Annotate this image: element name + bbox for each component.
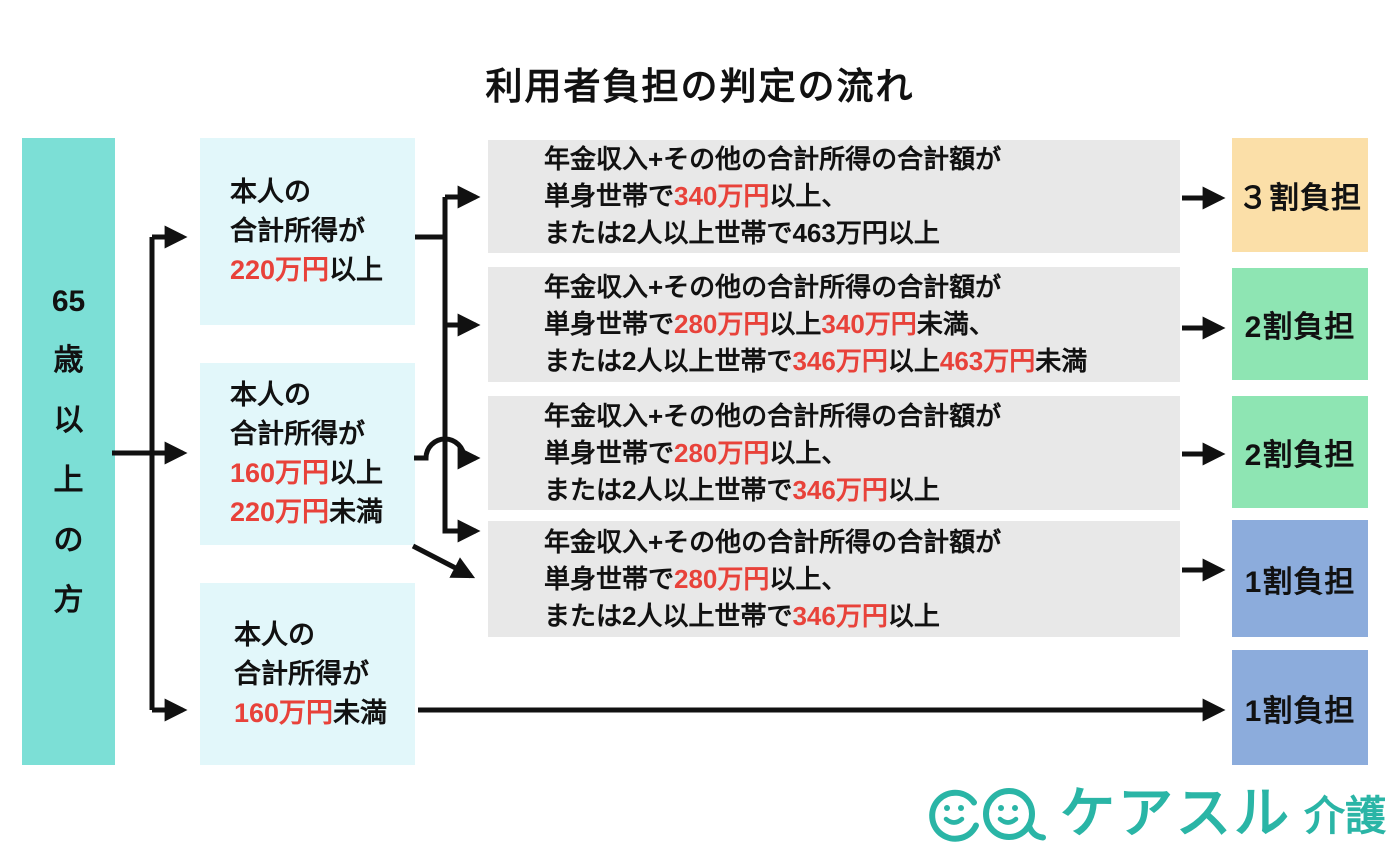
result-box-10-percent-a: 1割負担	[1232, 520, 1368, 637]
text-line: 上	[53, 463, 84, 497]
text-line: 合計所得が	[234, 658, 369, 689]
result-label: 2割負担	[1244, 439, 1356, 472]
brand-logo: ケアスル 介護	[928, 782, 1386, 844]
smiley-faces-icon	[929, 788, 1046, 842]
income-box-160-to-220: 本人の合計所得が 160万円以上 220万円未満	[200, 363, 415, 545]
logo-suffix-text: 介護	[1304, 792, 1386, 839]
text-line: 以	[53, 403, 84, 437]
result-box-10-percent-b: 1割負担	[1232, 650, 1368, 765]
page-title: 利用者負担の判定の流れ	[485, 66, 915, 107]
result-label: 1割負担	[1244, 694, 1356, 728]
text-line: または2人以上世帯で463万円以上	[544, 218, 940, 248]
result-box-20-percent-a: 2割負担	[1232, 268, 1368, 380]
condition-box-2: 年金収入+その他の合計所得の合計額が単身世帯で280万円以上340万円未満、また…	[488, 267, 1180, 382]
arrow-income2-to-cond4	[411, 543, 476, 579]
text-line: 合計所得が	[230, 419, 365, 449]
text-line: 方	[53, 583, 84, 617]
result-box-20-percent-b: 2割負担	[1232, 396, 1368, 508]
arrow-income1-to-cond4	[442, 197, 481, 543]
text-line: 220万円未満	[230, 497, 384, 527]
text-line: 160万円以上	[230, 458, 384, 488]
income-box-under-160: 本人の合計所得が 160万円未満	[200, 583, 415, 765]
text-line: 本人の	[230, 380, 311, 410]
arrow-income2-to-cond3	[414, 436, 481, 470]
text-line: 160万円未満	[234, 697, 388, 728]
text-line: または2人以上世帯で346万円以上	[544, 600, 940, 631]
text-line: 本人の	[234, 619, 315, 650]
income-box-220-over: 本人の合計所得が 220万円以上	[200, 138, 415, 325]
text-line: 65	[51, 284, 86, 318]
text-line: 220万円以上	[230, 255, 384, 285]
text-line: または2人以上世帯で346万円以上463万円未満	[544, 346, 1088, 376]
condition-box-3: 年金収入+その他の合計所得の合計額が単身世帯で280万円以上、または2人以上世帯…	[488, 396, 1180, 510]
result-label: 1割負担	[1244, 565, 1356, 599]
result-label: 2割負担	[1244, 311, 1356, 344]
logo-brand-text: ケアスル	[1059, 781, 1292, 844]
text-line: 単身世帯で340万円以上、	[544, 181, 848, 211]
result-box-30-percent: ３割負担	[1232, 138, 1368, 252]
text-line: 年金収入+その他の合計所得の合計額が	[544, 272, 1002, 302]
text-line: 年金収入+その他の合計所得の合計額が	[544, 526, 1002, 557]
text-line: 単身世帯で280万円以上、	[544, 563, 848, 594]
text-line: 合計所得が	[230, 216, 365, 246]
age-group-box: 65 歳以上の方	[22, 138, 115, 765]
text-line: 本人の	[230, 177, 311, 207]
result-label: ３割負担	[1238, 182, 1362, 215]
condition-box-1: 年金収入+その他の合計所得の合計額が単身世帯で340万円以上、または2人以上世帯…	[488, 140, 1180, 253]
text-line: 年金収入+その他の合計所得の合計額が	[544, 144, 1002, 174]
text-line: 歳	[53, 343, 84, 377]
text-line: 単身世帯で280万円以上、	[544, 437, 848, 468]
text-line: または2人以上世帯で346万円以上	[544, 474, 940, 505]
text-line: 単身世帯で280万円以上340万円未満、	[544, 309, 995, 339]
condition-box-4: 年金収入+その他の合計所得の合計額が単身世帯で280万円以上、または2人以上世帯…	[488, 521, 1180, 637]
text-line: の	[53, 523, 84, 557]
text-line: 年金収入+その他の合計所得の合計額が	[544, 400, 1002, 431]
